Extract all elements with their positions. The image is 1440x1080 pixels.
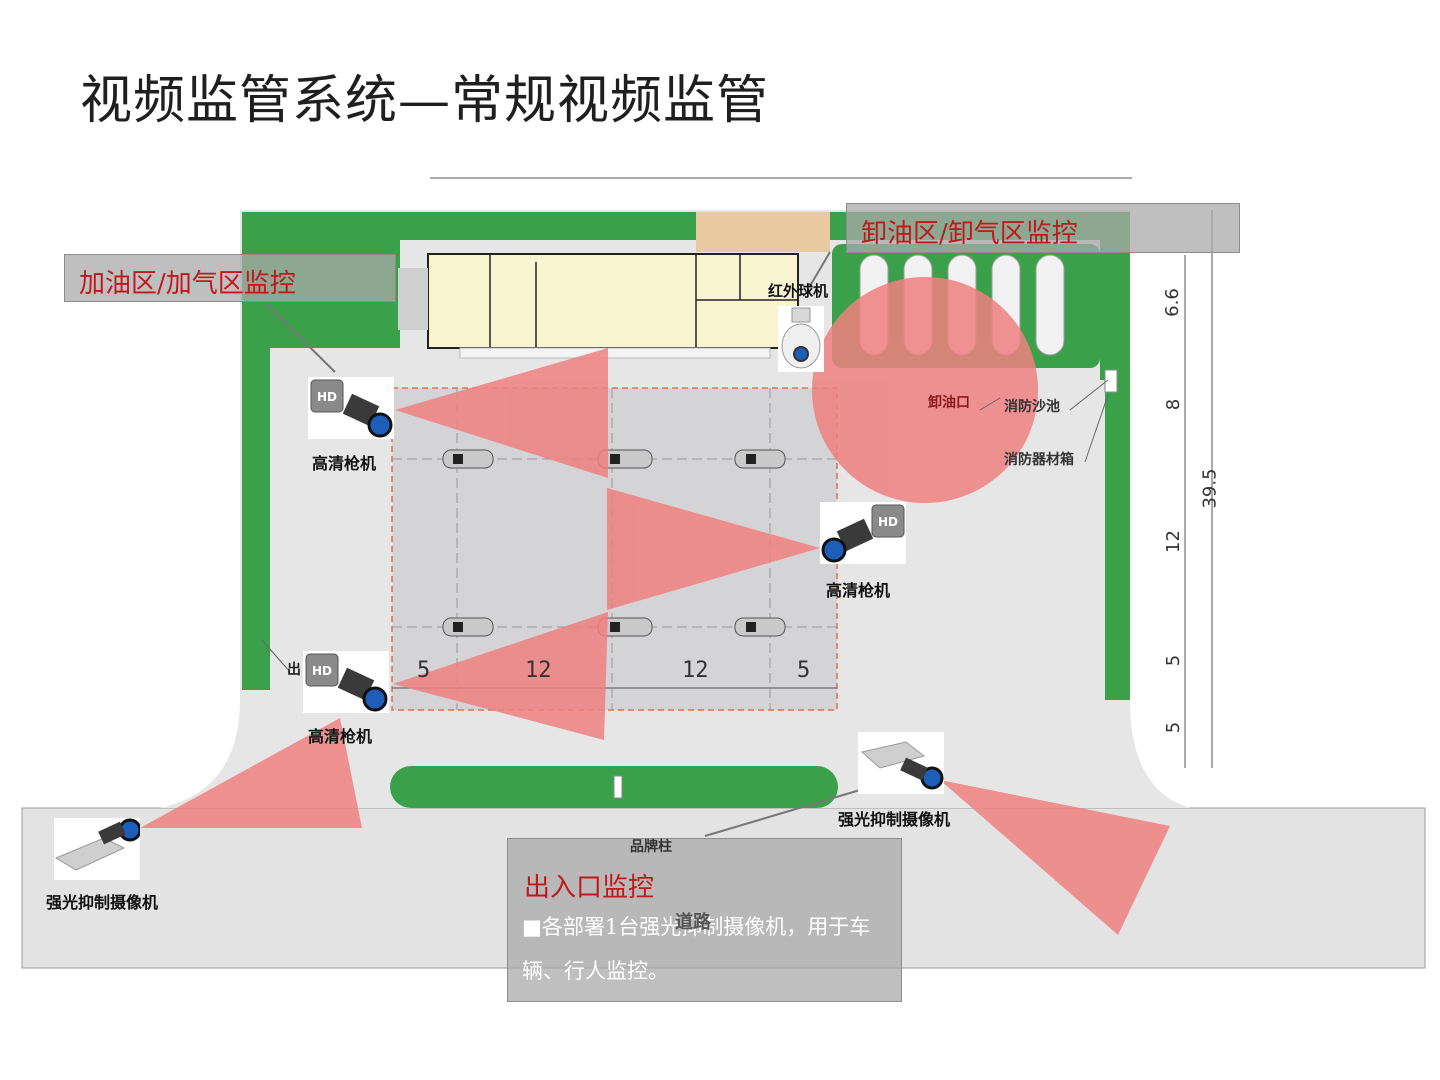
- beige-area: [696, 212, 830, 252]
- brand-pillar-label: 品牌柱: [630, 839, 672, 855]
- callout-fueling-area: 加油区/加气区监控: [64, 254, 396, 302]
- hd-camera-icon: HD: [308, 377, 394, 439]
- hd-camera-label: 高清枪机: [826, 581, 891, 600]
- dimension-label: 5: [417, 658, 431, 683]
- callout-entrance-note: ■各部署1台强光抑制摄像机，用于车辆、行人监控。: [522, 915, 871, 983]
- glare-camera-icon: [54, 818, 140, 880]
- page-title: 视频监管系统—常规视频监管: [80, 71, 770, 131]
- svg-text:HD: HD: [878, 515, 898, 529]
- dimension-label: 5: [797, 658, 811, 683]
- unload-port-label: 卸油口: [928, 395, 970, 411]
- building: [427, 253, 799, 349]
- coverage-zones: [140, 277, 1170, 935]
- dimension-label: 12: [682, 658, 709, 683]
- callout-unloading-title: 卸油区/卸气区监控: [861, 219, 1078, 249]
- callout-entrance: 出入口监控 ■各部署1台强光抑制摄像机，用于车辆、行人监控。: [507, 838, 902, 1002]
- hd-camera-label: 高清枪机: [308, 727, 373, 746]
- callout-fueling-title: 加油区/加气区监控: [79, 269, 296, 299]
- hd-camera-label: 高清枪机: [312, 454, 377, 473]
- green-left: [242, 212, 700, 690]
- fire-sand-label: 消防沙池: [1004, 399, 1060, 415]
- fire-equipment-label: 消防器材箱: [1004, 452, 1074, 468]
- ir-dome-camera-label: 红外球机: [768, 282, 829, 300]
- dimension-label: 5: [1163, 654, 1185, 667]
- glare-camera-label: 强光抑制摄像机: [46, 893, 159, 912]
- green-right: [1100, 212, 1130, 700]
- hd-camera-icon: HD: [820, 502, 906, 564]
- glare-camera-label: 强光抑制摄像机: [838, 810, 951, 829]
- svg-text:HD: HD: [312, 664, 332, 678]
- svg-text:HD: HD: [317, 390, 337, 404]
- exit-label: 出: [287, 662, 301, 678]
- hd-camera-icon: HD: [303, 651, 389, 713]
- dimension-label: 12: [1162, 530, 1184, 553]
- glare-camera-icon: [858, 732, 944, 794]
- callout-unloading-area: 卸油区/卸气区监控: [846, 203, 1240, 253]
- road-label: 道路: [675, 912, 711, 933]
- dimension-total-label: 39.5: [1199, 468, 1221, 509]
- callout-entrance-title: 出入口监控: [524, 873, 655, 903]
- dimension-label: 12: [525, 658, 552, 683]
- dimension-label: 8: [1163, 398, 1185, 411]
- dimension-label: 6.6: [1161, 288, 1183, 317]
- dimension-label: 5: [1163, 721, 1185, 734]
- ir-dome-camera-icon: [778, 306, 824, 372]
